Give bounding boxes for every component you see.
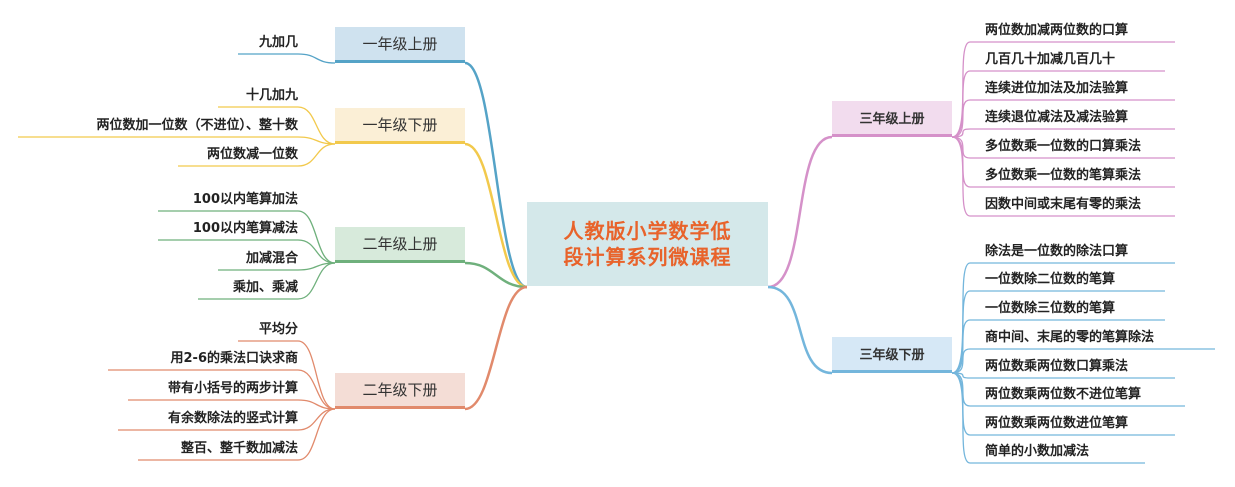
leaf-g3b-0[interactable]: 除法是一位数的除法口算: [985, 244, 1129, 259]
leaf-link-g1b-1: [18, 136, 336, 145]
root-link-g2a: [464, 261, 528, 289]
branch-g1a[interactable]: 一年级上册: [335, 27, 465, 63]
leaf-g2b-3[interactable]: 有余数除法的竖式计算: [167, 411, 298, 426]
leaf-g2b-0[interactable]: 平均分: [258, 322, 298, 337]
leaf-g2a-2[interactable]: 加减混合: [245, 251, 298, 266]
leaf-link-g3b-1: [951, 290, 1165, 374]
leaf-link-g2b-1: [108, 369, 336, 410]
root-link-g1b: [464, 142, 528, 289]
leaf-link-g3a-6: [951, 136, 1175, 217]
leaf-g3b-3[interactable]: 商中间、末尾的零的笔算除法: [985, 330, 1155, 345]
leaf-g3a-6[interactable]: 因数中间或末尾有零的乘法: [985, 197, 1142, 212]
leaf-link-g2b-4: [138, 408, 336, 461]
leaf-g2a-3[interactable]: 乘加、乘减: [232, 280, 298, 295]
root-link-g3b: [767, 285, 833, 375]
leaf-link-g1b-2: [178, 143, 336, 167]
leaf-link-g2b-2: [128, 399, 336, 410]
branch-g3b[interactable]: 三年级下册: [832, 337, 952, 373]
leaf-link-g2a-2: [218, 262, 336, 271]
leaf-g3b-4[interactable]: 两位数乘两位数口算乘法: [985, 359, 1129, 374]
leaf-link-g1b-0: [218, 106, 336, 145]
leaf-link-g3b-7: [951, 372, 1145, 464]
leaf-g3a-5[interactable]: 多位数乘一位数的笔算乘法: [985, 168, 1142, 183]
leaf-g3a-2[interactable]: 连续进位加法及加法验算: [985, 81, 1129, 96]
root-link-g1a: [464, 61, 528, 289]
leaf-g1a-0[interactable]: 九加几: [258, 35, 298, 50]
root-title-line2: 段计算系列微课程: [563, 245, 732, 269]
leaf-link-g3a-1: [951, 70, 1165, 138]
leaf-link-g2a-1: [158, 239, 336, 264]
leaf-g1b-2[interactable]: 两位数减一位数: [206, 147, 298, 162]
leaf-link-g3b-4: [951, 372, 1175, 379]
branch-g1b[interactable]: 一年级下册: [335, 108, 465, 144]
leaf-link-g2b-3: [118, 408, 336, 431]
branch-g3a[interactable]: 三年级上册: [832, 101, 952, 137]
root-topic[interactable]: 人教版小学数学低 段计算系列微课程: [527, 202, 768, 286]
branch-g2a[interactable]: 二年级上册: [335, 227, 465, 263]
leaf-g2b-2[interactable]: 带有小括号的两步计算: [167, 381, 298, 396]
leaf-g3a-1[interactable]: 几百几十加减几百几十: [985, 52, 1116, 67]
leaf-link-g2b-0: [238, 340, 336, 410]
leaf-link-g1a-0: [238, 53, 336, 64]
leaf-g2a-0[interactable]: 100以内笔算加法: [192, 192, 298, 207]
leaf-g1b-0[interactable]: 十几加九: [245, 88, 298, 103]
leaf-link-g2a-0: [158, 210, 336, 264]
leaf-g3a-0[interactable]: 两位数加减两位数的口算: [985, 23, 1129, 38]
leaf-link-g3a-2: [951, 99, 1175, 138]
leaf-g2a-1[interactable]: 100以内笔算减法: [192, 221, 298, 236]
leaf-g3b-6[interactable]: 两位数乘两位数进位笔算: [985, 416, 1129, 431]
root-link-g2b: [464, 285, 528, 411]
leaf-g3b-7[interactable]: 简单的小数加减法: [985, 444, 1090, 459]
root-link-g3a: [767, 135, 833, 289]
leaf-g3b-2[interactable]: 一位数除三位数的笔算: [985, 301, 1116, 316]
leaf-link-g3b-3: [951, 348, 1215, 374]
branch-g2b[interactable]: 二年级下册: [335, 373, 465, 409]
leaf-g3a-3[interactable]: 连续退位减法及减法验算: [985, 110, 1129, 125]
leaf-g3b-1[interactable]: 一位数除二位数的笔算: [985, 272, 1116, 287]
leaf-g2b-4[interactable]: 整百、整千数加减法: [180, 441, 298, 456]
leaf-g3b-5[interactable]: 两位数乘两位数不进位笔算: [985, 387, 1142, 402]
leaf-link-g3b-2: [951, 319, 1165, 374]
leaf-link-g3a-3: [951, 128, 1175, 138]
leaf-g3a-4[interactable]: 多位数乘一位数的口算乘法: [985, 139, 1142, 154]
leaf-g1b-1[interactable]: 两位数加一位数（不进位）、整十数: [96, 118, 298, 133]
leaf-link-g2a-3: [198, 262, 336, 300]
leaf-g2b-1[interactable]: 用2-6的乘法口诀求商: [170, 351, 299, 366]
root-title-line1: 人教版小学数学低: [563, 219, 732, 243]
